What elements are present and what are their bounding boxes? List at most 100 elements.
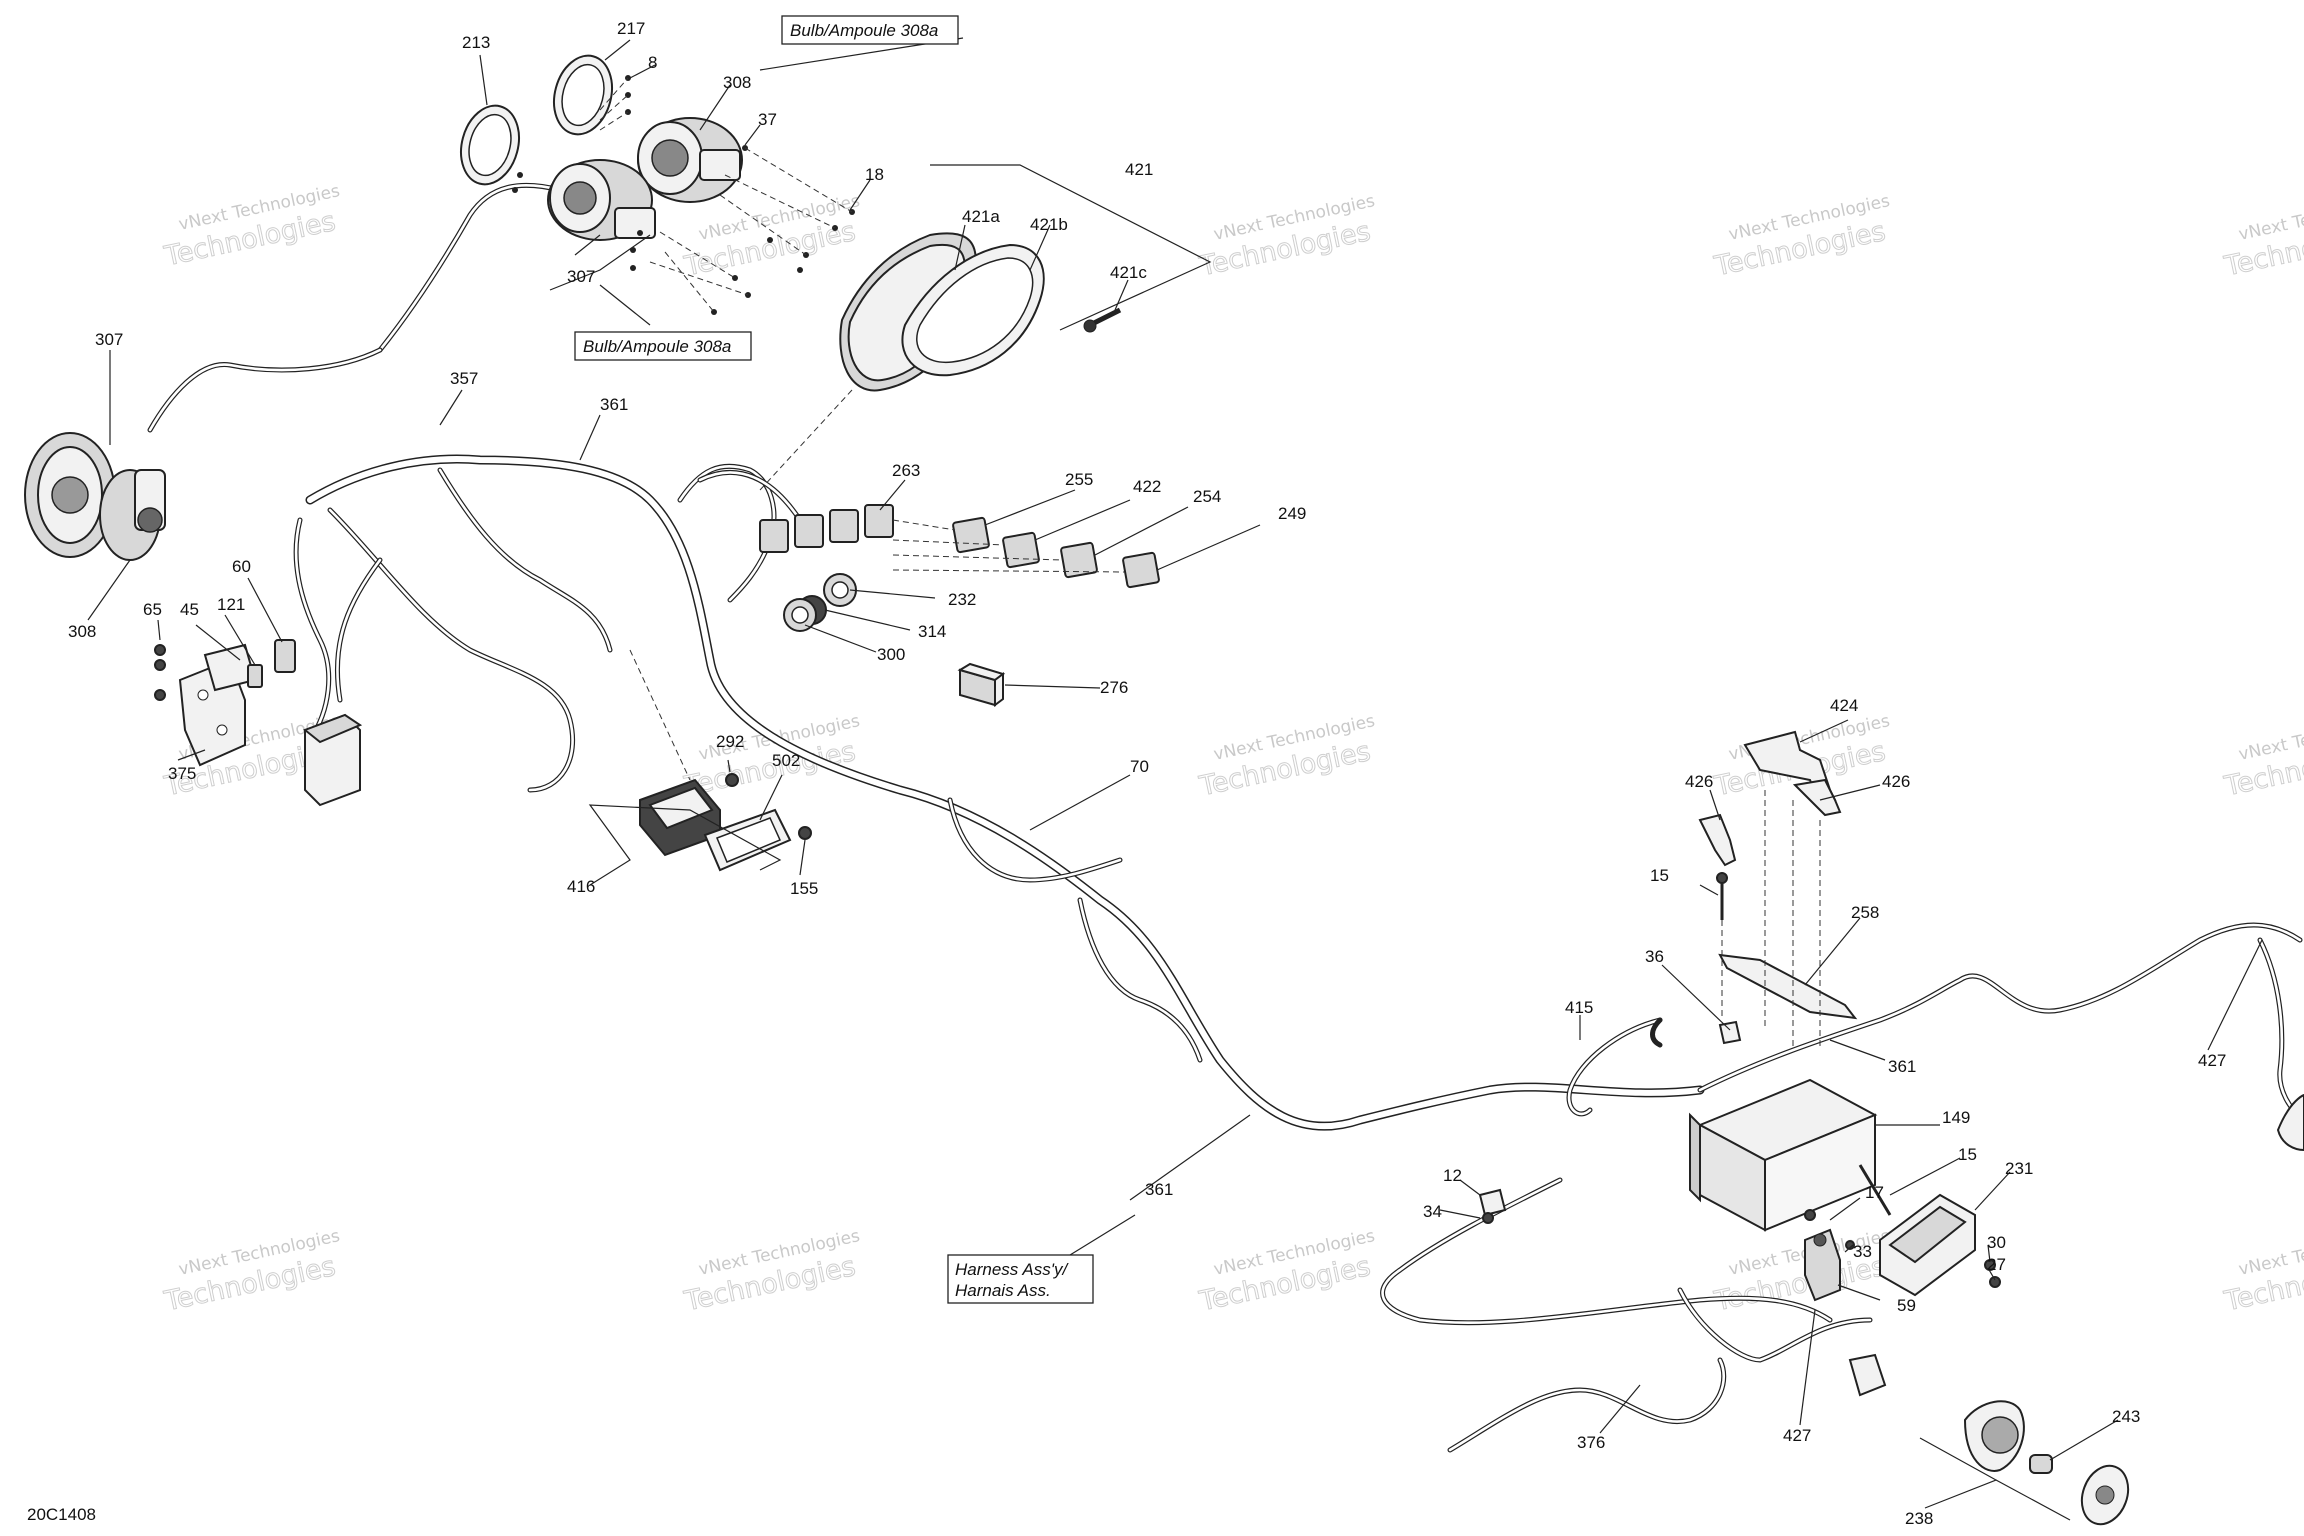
callout-238: 238 — [1905, 1509, 1933, 1528]
callout-361: 361 — [1145, 1180, 1173, 1199]
callout-292: 292 — [716, 732, 744, 751]
switch-cluster-263 — [759, 504, 894, 553]
callout-27: 27 — [1987, 1255, 2006, 1274]
callout-37: 37 — [758, 110, 777, 129]
watermark: vNext Technologies Technologies — [2221, 711, 2304, 803]
callout-421: 421 — [1125, 160, 1153, 179]
watermark: vNext Technologies Technologies — [1711, 191, 1892, 283]
note-text: Harness Ass'y/ — [955, 1260, 1069, 1279]
switch-276 — [957, 662, 1006, 707]
callout-427: 427 — [1783, 1426, 1811, 1445]
note-text: Bulb/Ampoule 308a — [790, 21, 938, 40]
callout-300: 300 — [877, 645, 905, 664]
callout-149: 149 — [1942, 1108, 1970, 1127]
switch-422 — [1002, 531, 1040, 569]
callout-426: 426 — [1685, 772, 1713, 791]
callout-314: 314 — [918, 622, 946, 641]
watermark: vNext Technologies Technologies — [681, 1226, 862, 1318]
callout-231: 231 — [2005, 1159, 2033, 1178]
clip-121 — [247, 664, 263, 688]
callout-243: 243 — [2112, 1407, 2140, 1426]
watermark: vNext Technologies Technologies — [2221, 1226, 2304, 1318]
callout-254: 254 — [1193, 487, 1221, 506]
note-bulb-top: Bulb/Ampoule 308a — [781, 15, 959, 45]
callout-307-left: 307 — [95, 330, 123, 349]
watermark: vNext Technologies Technologies — [1711, 1226, 1892, 1318]
nut-292 — [725, 773, 739, 787]
nut-155 — [798, 826, 812, 840]
callout-labels: 213 217 8 308 37 18 307 421 421a 421b 42… — [68, 19, 2226, 1528]
callout-307: 307 — [567, 267, 595, 286]
callout-308: 308 — [723, 73, 751, 92]
callout-416: 416 — [567, 877, 595, 896]
callout-421c: 421c — [1110, 263, 1147, 282]
callout-361: 361 — [600, 395, 628, 414]
clip-12 — [1478, 1188, 1507, 1217]
module-231 — [1858, 1164, 2001, 1297]
callout-375: 375 — [168, 764, 196, 783]
callout-60: 60 — [232, 557, 251, 576]
callout-18: 18 — [865, 165, 884, 184]
callout-15: 15 — [1958, 1145, 1977, 1164]
gauge-cluster-421 — [759, 232, 1122, 491]
nut-65 — [154, 644, 166, 656]
fasteners-12-34 — [1478, 1188, 1507, 1224]
main-harness-361 — [147, 172, 2304, 1453]
callout-45: 45 — [180, 600, 199, 619]
note-text: Harnais Ass. — [955, 1281, 1051, 1300]
watermark: vNext Technologies Technologies — [1196, 711, 1377, 803]
strap-258 — [1718, 953, 1858, 1020]
switch-255 — [952, 516, 990, 554]
callout-376: 376 — [1577, 1433, 1605, 1452]
screw-27 — [1989, 1276, 2001, 1288]
diagram-code: 20C1408 — [27, 1505, 96, 1524]
nut-34 — [1482, 1212, 1494, 1224]
callout-121: 121 — [217, 595, 245, 614]
headlight-308-top — [637, 117, 743, 203]
watermark: vNext Technologies Technologies — [1196, 191, 1377, 283]
clip-426 — [1698, 813, 1737, 867]
callout-36: 36 — [1645, 947, 1664, 966]
leader-lines — [87, 37, 2263, 1521]
bulb-243 — [2029, 1454, 2053, 1474]
callout-17: 17 — [1865, 1183, 1884, 1202]
clip-36 — [1718, 1020, 1742, 1045]
callout-213: 213 — [462, 33, 490, 52]
callout-502: 502 — [772, 751, 800, 770]
callout-415: 415 — [1565, 998, 1593, 1017]
note-text: Bulb/Ampoule 308a — [583, 337, 731, 356]
callout-421b: 421b — [1030, 215, 1068, 234]
callout-249: 249 — [1278, 504, 1306, 523]
switch-249 — [1122, 551, 1160, 589]
switch-254 — [1060, 541, 1098, 579]
headlight-assembly-top — [460, 54, 855, 315]
callout-217: 217 — [617, 19, 645, 38]
light-assembly-238 — [1963, 1400, 2130, 1526]
bracket-group-424-426 — [1698, 730, 1858, 1050]
watermark: vNext Technologies Technologies — [2221, 191, 2304, 283]
note-harness: Harness Ass'y/ Harnais Ass. — [947, 1254, 1094, 1304]
nut-33 — [1845, 1240, 1855, 1250]
battery-149 — [1689, 1078, 1878, 1232]
relay-60 — [274, 639, 296, 673]
callout-424: 424 — [1830, 696, 1858, 715]
bolt-15-mid — [1858, 1164, 1892, 1216]
callout-12: 12 — [1443, 1166, 1462, 1185]
watermark: vNext Technologies Technologies — [161, 181, 342, 273]
note-bulb-mid: Bulb/Ampoule 308a — [574, 331, 752, 361]
callout-255: 255 — [1065, 470, 1093, 489]
callout-422: 422 — [1133, 477, 1161, 496]
headlight-307-mid — [547, 159, 656, 241]
callout-34: 34 — [1423, 1202, 1442, 1221]
bracket-375-group — [154, 639, 363, 807]
callout-59: 59 — [1897, 1296, 1916, 1315]
fuse-box — [303, 713, 363, 807]
callout-65: 65 — [143, 600, 162, 619]
callout-357: 357 — [450, 369, 478, 388]
switch-bank — [759, 504, 1160, 632]
screw-421c — [1083, 307, 1122, 333]
callout-8: 8 — [648, 53, 657, 72]
solenoid-59 — [1804, 1209, 1855, 1302]
watermark-layer: vNext Technologies Technologies vNext Te… — [161, 181, 2304, 1318]
